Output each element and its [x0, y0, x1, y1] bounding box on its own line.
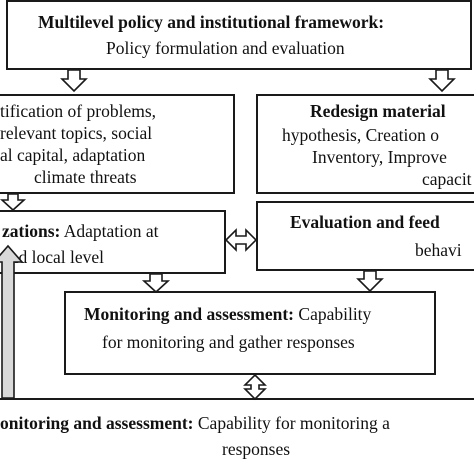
organizations-title: zations: [2, 221, 61, 241]
identification-line-3: al capital, adaptation [0, 145, 146, 165]
identification-box: tification of problems, relevant topics,… [0, 94, 235, 194]
monitoring-inner-title: Monitoring and assessment: [84, 304, 295, 324]
double-arrow-icon [224, 228, 258, 252]
organizations-body: Adaptation at [63, 221, 159, 241]
evaluation-title: Evaluation and feed [290, 212, 440, 232]
policy-framework-body: Policy formulation and evaluation [106, 38, 345, 58]
redesign-title: Redesign material [310, 101, 446, 121]
redesign-line-1: hypothesis, Creation o [282, 125, 439, 145]
down-arrow-icon [0, 193, 27, 212]
up-arrow-icon [0, 244, 24, 399]
organizations-line-2: and local level [2, 247, 105, 267]
double-arrow-icon [243, 373, 267, 401]
monitoring-outer-title: onitoring and assessment: [0, 413, 194, 433]
monitoring-inner-line-2: for monitoring and gather responses [102, 332, 355, 352]
identification-line-2: relevant topics, social [0, 123, 153, 143]
monitoring-outer-line-2: responses [222, 439, 291, 459]
down-arrow-icon [141, 273, 171, 294]
policy-framework-box: Multilevel policy and institutional fram… [6, 0, 472, 70]
organizations-box: zations: Adaptation at and local level [0, 210, 226, 274]
down-arrow-icon [428, 69, 456, 93]
down-arrow-icon [356, 270, 384, 293]
evaluation-body: behavi [415, 240, 462, 260]
identification-line-4: climate threats [34, 167, 137, 187]
monitoring-outer-box: onitoring and assessment: Capability for… [0, 398, 474, 474]
policy-framework-title: Multilevel policy and institutional fram… [38, 12, 385, 32]
evaluation-box: Evaluation and feed behavi [256, 201, 474, 271]
redesign-line-3: capacit [422, 169, 472, 189]
monitoring-assessment-box: Monitoring and assessment: Capability fo… [64, 291, 436, 375]
down-arrow-icon [60, 69, 88, 93]
monitoring-inner-body: Capability [298, 304, 372, 324]
redesign-box: Redesign material hypothesis, Creation o… [256, 94, 474, 194]
redesign-line-2: Inventory, Improve [312, 147, 447, 167]
identification-line-1: tification of problems, [0, 101, 157, 121]
monitoring-outer-body: Capability for monitoring a [197, 413, 390, 433]
